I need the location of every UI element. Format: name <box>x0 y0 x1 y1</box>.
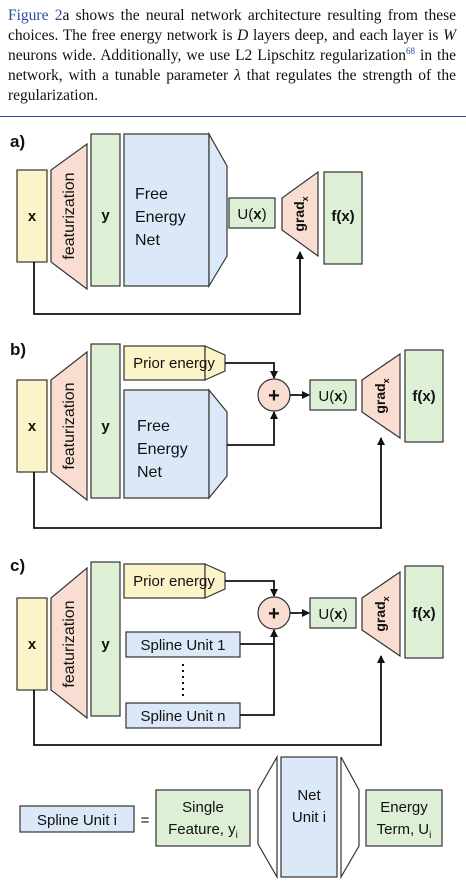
panel-b-y-label: y <box>101 418 110 435</box>
panel-b-free-energy-net-taper <box>208 388 228 500</box>
panel-a-x-label: x <box>28 208 37 225</box>
legend-single-feature-line-2: Feature, yi <box>168 821 238 841</box>
panel-c-grad-trapezoid <box>361 570 401 658</box>
panel-a-u-label: U(x) <box>237 206 266 223</box>
spline-unit-legend: Spline Unit i = Single Feature, yi Net U… <box>19 754 443 880</box>
panel-b-prior-energy-label: Prior energy <box>133 355 215 372</box>
panel-c: c) x featurization y Prior energy Spline… <box>10 556 444 746</box>
panel-b-grad-trapezoid <box>361 352 401 440</box>
panel-b-fen-line-1: Free <box>137 418 170 435</box>
panel-c-splines-to-plus-arrow <box>240 630 274 716</box>
legend-single-feature-box <box>155 789 251 847</box>
legend-net-unit-box <box>280 756 338 878</box>
panel-b-grad-label: gradx <box>372 378 391 413</box>
panel-c-featurization-label: featurization <box>61 600 78 687</box>
panel-a-featurization-label: featurization <box>61 172 78 259</box>
legend-term-label: Term, Ui <box>377 821 432 841</box>
panel-b-x-box <box>16 379 48 473</box>
panel-b-featurization-label: featurization <box>61 382 78 469</box>
paragraph-text-5: that regulates the strength of the regul… <box>8 67 456 104</box>
panel-c-f-label: f(x) <box>412 605 435 622</box>
panel-b-free-energy-net-box <box>123 389 210 499</box>
legend-net-label: Net <box>297 787 321 804</box>
legend-energy-term-box <box>365 789 443 847</box>
panel-b-u-label: U(x) <box>318 388 347 405</box>
legend-net-right-taper <box>340 756 360 880</box>
panel-c-spline-n-box <box>125 702 241 729</box>
var-d: D <box>237 27 249 44</box>
panel-b-fen-line-2: Energy <box>137 441 188 458</box>
panel-a-free-energy-net-box <box>123 133 210 287</box>
paragraph-text-4: in the network, with a tunable parameter <box>8 47 456 84</box>
panel-b: b) x featurization y Prior energy Free E… <box>10 340 444 529</box>
panel-b-f-label: f(x) <box>412 388 435 405</box>
divider-rule <box>0 116 466 117</box>
var-w: W <box>443 27 456 44</box>
var-lambda: λ <box>234 67 241 84</box>
panel-a-x-box <box>16 169 48 263</box>
panel-b-prior-energy-taper <box>204 345 226 381</box>
citation-link[interactable]: 68 <box>406 45 416 56</box>
panel-c-prior-energy-box <box>123 563 206 599</box>
panel-b-x-label: x <box>28 418 37 435</box>
panel-b-y-box <box>90 343 121 499</box>
panel-b-f-box <box>404 349 444 443</box>
panel-a-free-energy-net-taper <box>208 131 228 289</box>
panel-b-plus-label: + <box>268 385 280 407</box>
panel-c-plus-label: + <box>268 603 280 625</box>
legend-equals: = <box>141 812 150 829</box>
panel-a-u-box <box>228 197 276 229</box>
panel-c-u-label: U(x) <box>318 606 347 623</box>
panel-b-label: b) <box>10 340 26 359</box>
panel-a-fen-line-3: Net <box>135 232 160 249</box>
paragraph-text-1: a shows the neural network architecture … <box>8 7 457 44</box>
figure-reference-link[interactable]: Figure 2 <box>8 7 63 24</box>
panel-c-label: c) <box>10 556 25 575</box>
panel-c-prior-energy-label: Prior energy <box>133 573 215 590</box>
panel-c-skip-connection <box>33 655 385 746</box>
panel-a-y-box <box>90 133 121 287</box>
panel-a-featurization-trapezoid <box>50 142 88 291</box>
panel-c-x-label: x <box>28 636 37 653</box>
panel-c-y-label: y <box>101 636 110 653</box>
panel-b-featurization-trapezoid <box>50 350 88 502</box>
legend-energy-label: Energy <box>380 799 428 816</box>
panel-c-f-box <box>404 565 444 659</box>
panel-a-f-box <box>323 171 363 265</box>
caption-paragraph: Figure 2a shows the neural network archi… <box>8 6 456 106</box>
panel-c-prior-energy-taper <box>204 563 226 599</box>
architecture-diagram: a) x featurization y Free Energy Net U(x… <box>10 131 444 880</box>
panel-b-prior-to-plus-arrow <box>225 362 278 379</box>
panel-b-fen-line-3: Net <box>137 464 162 481</box>
panel-c-u-box <box>309 597 357 629</box>
panel-b-net-to-plus-arrow <box>227 411 278 446</box>
panel-a-skip-connection <box>33 251 304 315</box>
panel-c-spline-1-label: Spline Unit 1 <box>140 637 225 654</box>
panel-c-grad-label: gradx <box>372 596 391 631</box>
panel-a-y-label: y <box>101 207 110 224</box>
panel-a-label: a) <box>10 132 25 151</box>
legend-net-left-taper <box>257 754 278 880</box>
panel-b-u-box <box>309 379 357 411</box>
panel-c-prior-to-plus-arrow <box>225 580 278 597</box>
panel-b-prior-energy-box <box>123 345 206 381</box>
panel-a-fen-line-2: Energy <box>135 209 186 226</box>
legend-unit-i-label: Unit i <box>292 809 326 826</box>
panel-c-spline-n-label: Spline Unit n <box>140 708 225 725</box>
legend-spline-unit-box <box>19 805 135 833</box>
panel-a-grad-trapezoid <box>281 170 319 258</box>
paragraph-text-3: neurons wide. Additionally, we use L2 Li… <box>8 47 407 64</box>
paragraph-text-2: layers deep, and each layer is <box>248 27 444 44</box>
panel-c-y-box <box>90 561 121 717</box>
panel-c-featurization-trapezoid <box>50 566 88 720</box>
panel-c-x-box <box>16 597 48 691</box>
panel-a: a) x featurization y Free Energy Net U(x… <box>10 131 363 315</box>
legend-single-feature-line-1: Single <box>182 799 224 816</box>
panel-a-fen-line-1: Free <box>135 186 168 203</box>
panel-b-skip-connection <box>33 437 385 529</box>
panel-a-f-label: f(x) <box>331 208 354 225</box>
panel-a-grad-label: gradx <box>291 196 310 231</box>
legend-spline-unit-label: Spline Unit i <box>37 812 117 829</box>
